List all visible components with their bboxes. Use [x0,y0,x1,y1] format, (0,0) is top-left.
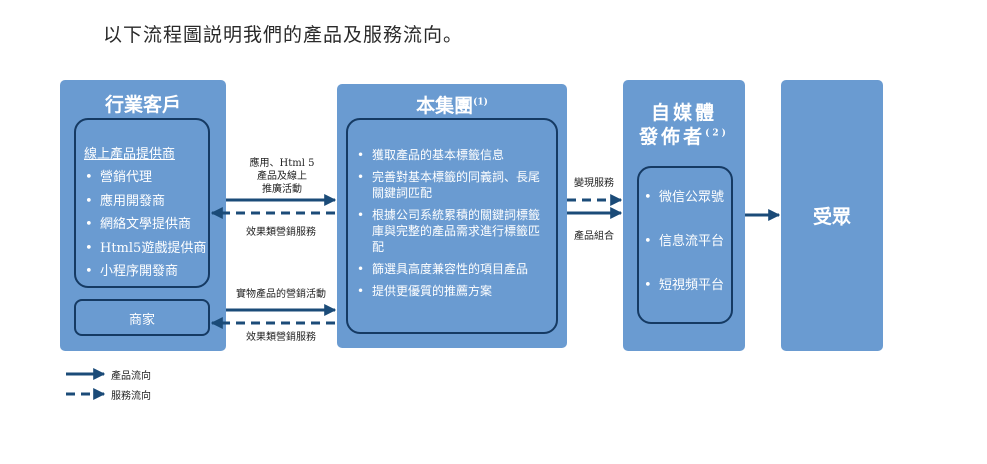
legend-service-label: 服務流向 [111,391,151,402]
bottom-flow-label: 實物產品的營銷活動 [236,289,326,300]
list-item: 應用開發商 [82,190,210,214]
audience-panel: 受眾 [781,80,883,351]
publishers-title-text: 發佈者 [639,126,706,148]
list-item: 獲取產品的基本標籤信息 [354,147,544,163]
monetization-label: 變現服務 [574,178,614,189]
list-item: 網絡文學提供商 [82,213,210,237]
industry-customers-title: 行業客戶 [104,94,181,116]
list-item: 根據公司系統累積的關鍵詞標籤庫與完整的產品需求進行標籤匹配 [354,207,544,255]
bottom-service-label: 效果類營銷服務 [246,332,316,343]
list-item: 信息流平台 [641,234,731,250]
list-item: 營銷代理 [82,166,210,190]
publishers-channels-box: 微信公眾號 信息流平台 短視頻平台 [637,166,733,324]
group-title-note: (1) [473,97,488,108]
merchant-label: 商家 [128,313,155,328]
list-item: 提供更優質的推薦方案 [354,283,544,299]
legend-product-label: 產品流向 [111,371,151,382]
group-title-text: 本集團 [416,95,474,117]
list-item: 完善對基本標籤的同義詞、長尾關鍵詞匹配 [354,169,544,201]
merchant-box: 商家 [74,299,210,336]
group-process-box: 獲取產品的基本標籤信息 完善對基本標籤的同義詞、長尾關鍵詞匹配 根據公司系統累積… [346,118,558,334]
publishers-title-note: (2) [705,128,729,139]
audience-title: 受眾 [812,206,851,228]
top-service-label: 效果類營銷服務 [246,227,316,238]
product-mix-label: 產品組合 [574,231,614,242]
intro-text: 以下流程圖説明我們的產品及服務流向。 [103,24,464,46]
online-providers-box: 線上產品提供商 營銷代理 應用開發商 網絡文學提供商 Html5遊戲提供商 小程… [74,118,210,288]
list-item: 微信公眾號 [641,190,731,206]
industry-customers-panel: 行業客戶 線上產品提供商 營銷代理 應用開發商 網絡文學提供商 Html5遊戲提… [60,80,226,351]
publishers-channel-list: 微信公眾號 信息流平台 短視頻平台 [641,190,731,294]
publishers-panel: 自媒體 發佈者(2) 微信公眾號 信息流平台 短視頻平台 [623,80,745,351]
group-title: 本集團(1) [337,91,567,118]
publishers-title-line1: 自媒體 [650,102,717,124]
list-item: 小程序開發商 [82,260,210,284]
publishers-title-line2: 發佈者(2) [623,122,745,149]
group-panel: 本集團(1) 獲取產品的基本標籤信息 完善對基本標籤的同義詞、長尾關鍵詞匹配 根… [337,84,567,348]
list-item: Html5遊戲提供商 [82,237,210,261]
list-item: 短視頻平台 [641,278,731,294]
online-providers-list: 營銷代理 應用開發商 網絡文學提供商 Html5遊戲提供商 小程序開發商 [82,166,210,284]
online-providers-heading: 線上產品提供商 [84,147,176,162]
list-item: 篩選具高度兼容性的項目產品 [354,261,544,277]
group-process-list: 獲取產品的基本標籤信息 完善對基本標籤的同義詞、長尾關鍵詞匹配 根據公司系統累積… [354,147,544,299]
top-flow-label: 應用、Html 5 產品及線上 推廣活動 [249,158,315,195]
